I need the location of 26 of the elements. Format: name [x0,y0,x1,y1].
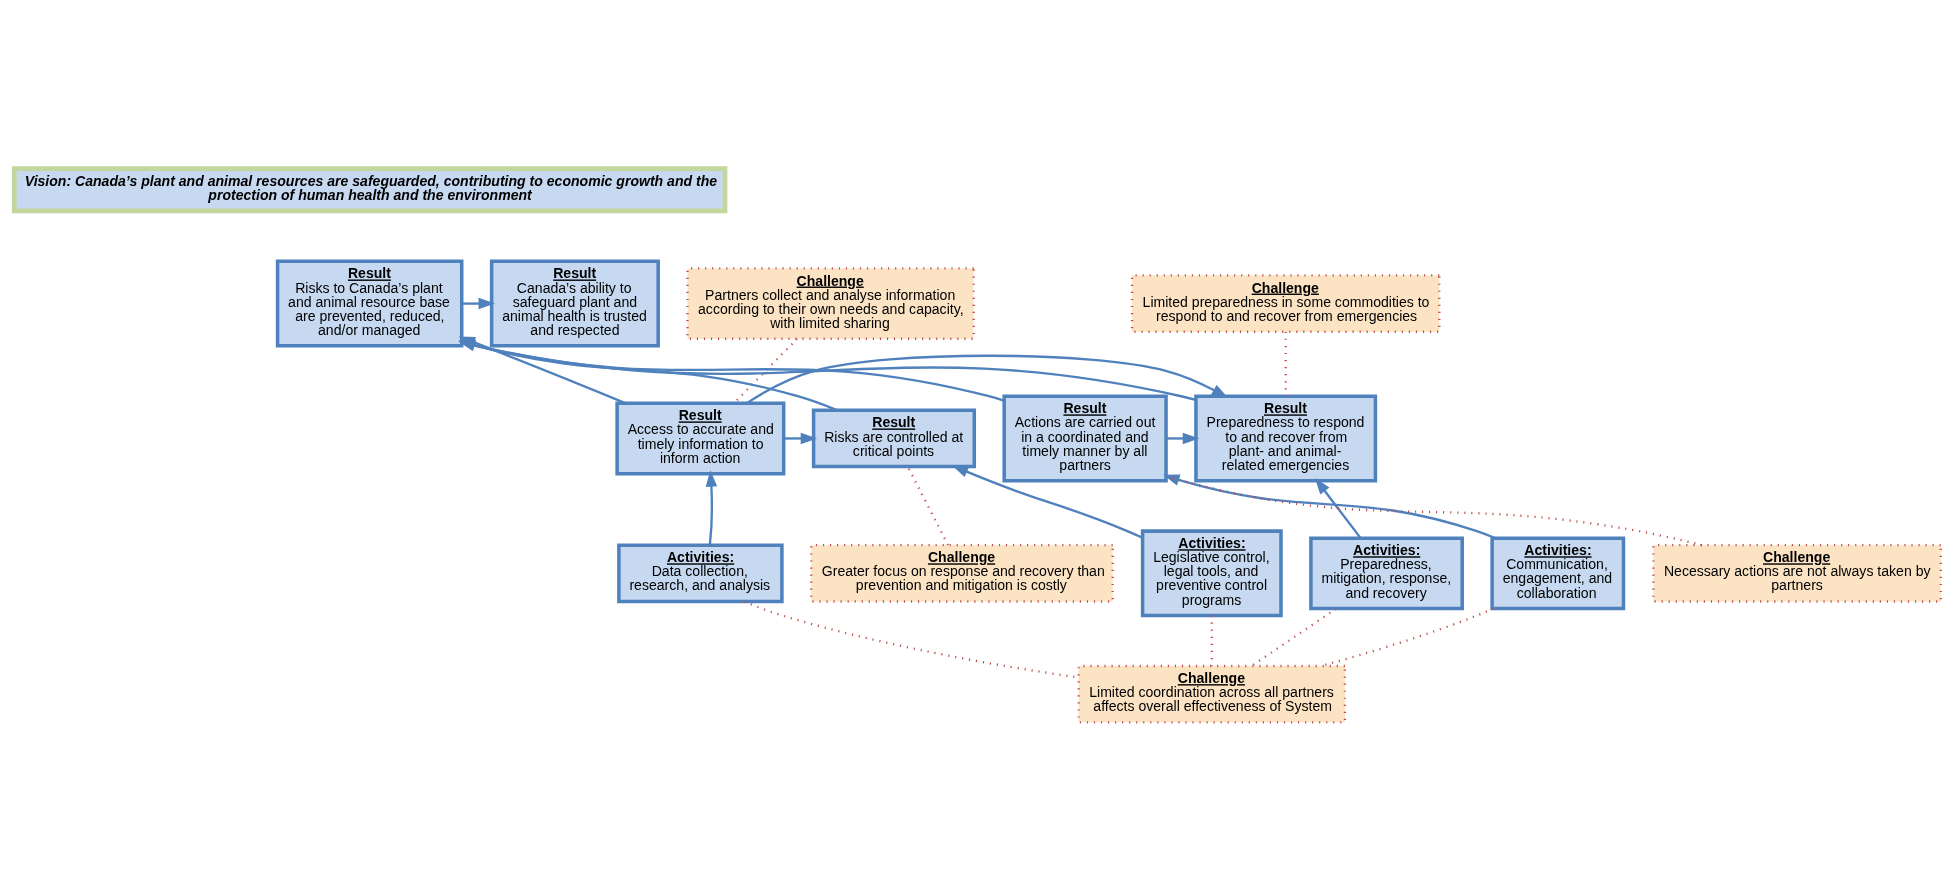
node-box: Result Canada’s ability to safeguard plant and animal health is trusted and respected [489,259,660,348]
arrow [1165,432,1199,444]
arrow [745,354,1228,404]
arrow [1314,477,1362,539]
connector [1250,607,1337,667]
node-box: Result Access to accurate and timely information to inform action [614,401,785,475]
node-box: Activities: Communication, engagement, and collaboration [1489,535,1625,610]
node-box: Challenge Limited preparedness in some commodities to respond to and recover from emergencies [1130,273,1440,333]
arrow [783,432,817,444]
connector [1210,615,1213,666]
node-box: Challenge Partners collect and analyse information according to their own needs and capacity, with limited sharing [685,266,975,340]
node-box: Vision: Canada’s plant and animal resources are safeguarded, contributing to economic growth and the protection of human health and the environment [11,165,727,213]
node-box: Result Actions are carried out in a coordinated and timely manner by all partners [1001,394,1168,482]
node-box: Challenge Greater focus on response and recovery than prevention and mitigation is costly [809,543,1114,603]
node-box: Result Risks are controlled at critical points [811,408,976,468]
node-box: Activities: Legislative control, legal tools, and preventive control programs [1140,528,1283,617]
node-box: Challenge Necessary actions are not always taken by partners [1651,543,1942,603]
node-box: Result Risks to Canada’s plant and animal resource base are prevented, reduced, and/or managed [275,259,463,348]
arrow [461,297,495,309]
node-box: Result Preparedness to respond to and recover from plant- and animal-related emergencies [1193,394,1377,482]
arrow [1162,473,1495,539]
node-box: Activities: Data collection, research, and analysis [616,542,784,603]
node-box: Challenge Limited coordination across all partners affects overall effectiveness of System [1077,664,1346,723]
node-box: Activities: Preparedness, mitigation, response, and recovery [1308,535,1464,610]
connector [1284,331,1287,396]
arrow [705,469,717,545]
